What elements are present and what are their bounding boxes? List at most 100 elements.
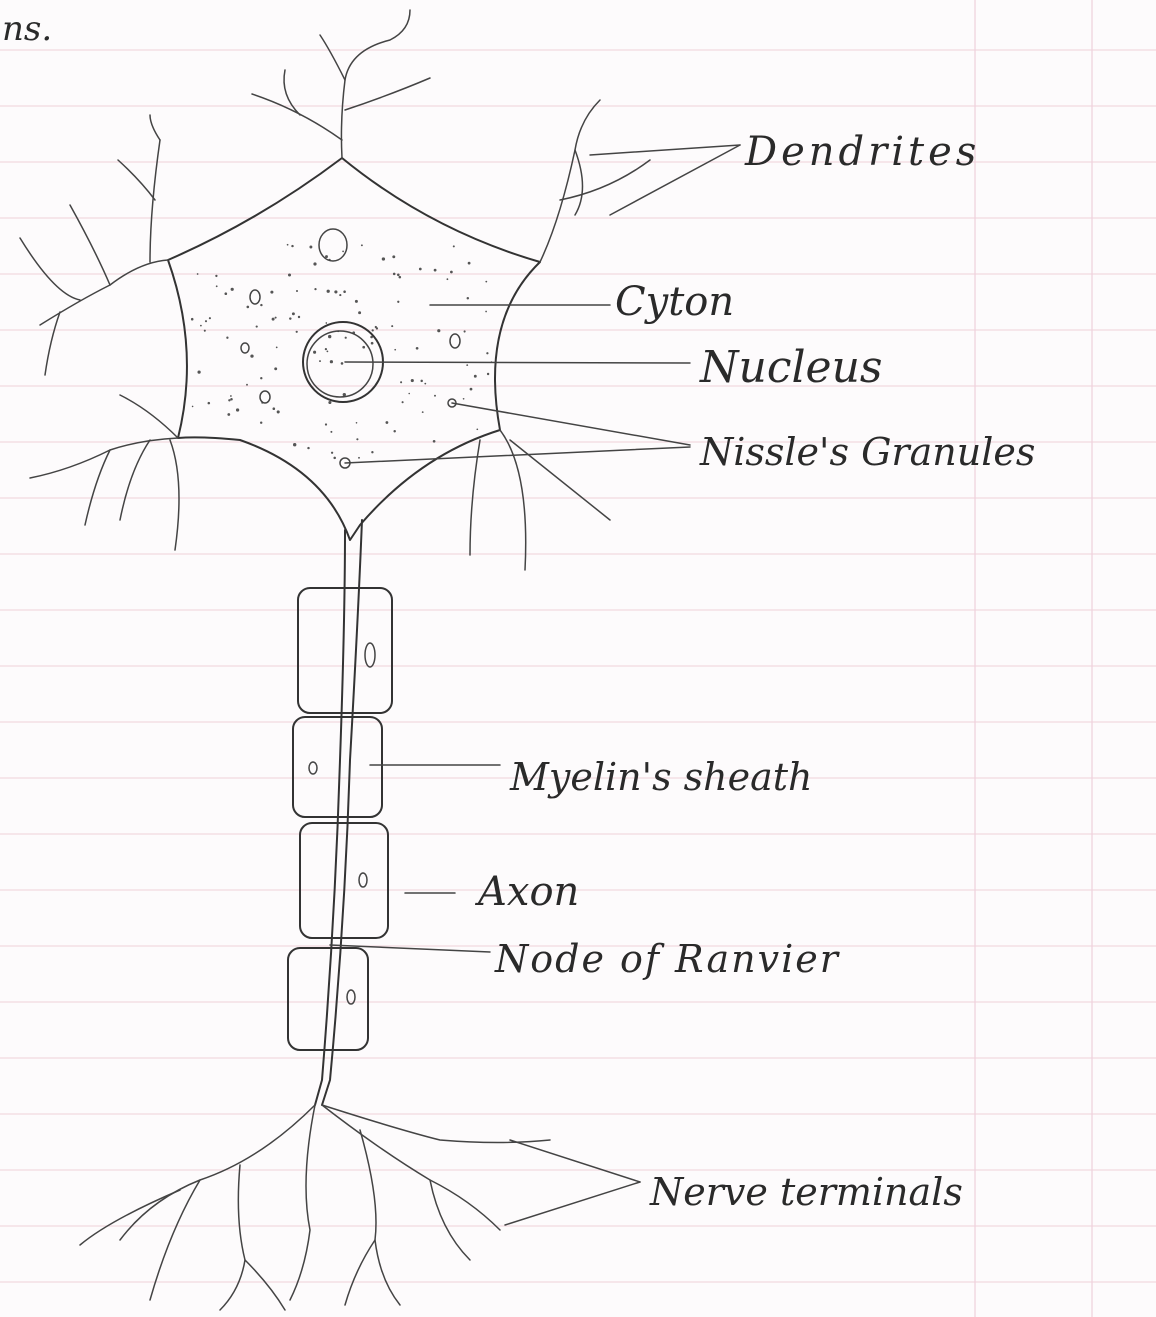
cytoplasm-dot: [345, 337, 347, 339]
nerve-terminals-pointer: [510, 1140, 640, 1182]
cytoplasm-dot: [246, 306, 249, 309]
label-axon: Axon: [474, 869, 579, 915]
cytoplasm-dot: [216, 285, 218, 287]
corner-fragment-text: ns.: [2, 9, 52, 49]
cytoplasm-dot: [424, 383, 426, 385]
cytoplasm-dot: [326, 350, 328, 352]
cytoplasm-dot: [392, 255, 395, 258]
dendrite-left: [120, 395, 178, 438]
schwann-nucleus: [309, 762, 317, 774]
cytoplasm-dot: [328, 401, 331, 404]
cytoplasm-dot: [293, 443, 296, 446]
label-dendrites: Dendrites: [744, 129, 980, 175]
cytoplasm-dot: [371, 342, 374, 345]
cytoplasm-dot: [408, 393, 410, 395]
cytoplasm-dot: [272, 318, 275, 321]
cytoplasm-dot: [205, 320, 207, 322]
label-nissles-granules: Nissle's Granules: [699, 430, 1035, 474]
cytoplasm-dot: [273, 407, 276, 410]
nerve-terminal-branch: [290, 1105, 315, 1300]
cytoplasm-dot: [270, 291, 273, 294]
cytoplasm-dot: [327, 290, 330, 293]
cytoplasm-dot: [330, 360, 333, 363]
cytoplasm-dot: [385, 421, 388, 424]
dendrite-left: [30, 438, 178, 478]
cytoplasm-dot: [325, 348, 327, 350]
cytoplasm-dot: [224, 292, 227, 295]
cytoplasm-dot: [200, 325, 202, 327]
nerve-terminal-branch: [220, 1165, 245, 1310]
cytoplasm-dot: [447, 278, 449, 280]
cytoplasm-dot: [416, 347, 419, 350]
dendrite-left: [20, 238, 80, 300]
cytoplasm-dot: [277, 410, 280, 413]
cytoplasm-dot: [246, 384, 248, 386]
nerve-terminals-pointer: [505, 1182, 640, 1225]
myelin-segment: [293, 717, 382, 817]
cytoplasm-dot: [358, 457, 360, 459]
cytoplasm-dot: [260, 421, 262, 423]
dendrite-right: [560, 160, 650, 200]
cytoplasm-dot: [289, 317, 291, 319]
dendrite-left: [120, 440, 150, 520]
organelle-oval: [250, 290, 260, 304]
schwann-nucleus: [365, 643, 375, 667]
dendrite-left: [70, 205, 110, 285]
cytoplasm-dot: [468, 262, 471, 265]
dendrite-top: [320, 35, 345, 80]
cytoplasm-dot: [358, 311, 361, 314]
cytoplasm-dot: [434, 269, 437, 272]
cytoplasm-dot: [226, 337, 228, 339]
cytoplasm-dot: [215, 275, 217, 277]
cytoplasm-dot: [356, 438, 358, 440]
cytoplasm-dot: [260, 304, 262, 306]
dendrite-left: [85, 450, 110, 525]
cytoplasm-dot: [227, 413, 230, 416]
cytoplasm-dot: [275, 317, 277, 319]
cytoplasm-dot: [333, 457, 336, 460]
cytoplasm-dot: [393, 430, 395, 432]
cytoplasm-dot: [375, 326, 377, 328]
cytoplasm-dot: [250, 354, 253, 357]
dendrite-right: [540, 100, 600, 262]
cytoplasm-dot: [230, 395, 232, 397]
cytoplasm-dot: [485, 311, 487, 313]
cytoplasm-dot: [394, 349, 396, 351]
dendrite-left: [45, 312, 60, 375]
cytoplasm-dot: [325, 423, 327, 425]
cytoplasm-dot: [292, 312, 295, 315]
cytoplasm-dot: [342, 251, 344, 253]
cytoplasm-dot: [197, 370, 200, 373]
cytoplasm-dot: [437, 329, 440, 332]
cytoplasm-dot: [288, 274, 291, 277]
cytoplasm-dot: [411, 379, 414, 382]
cytoplasm-dot: [331, 452, 333, 454]
cytoplasm-dot: [434, 395, 436, 397]
cytoplasm-dot: [339, 294, 341, 296]
axon-line: [322, 520, 362, 1105]
cytoplasm-dot: [486, 352, 488, 354]
cytoplasm-dot: [371, 451, 373, 453]
neuron-drawing: [20, 10, 650, 1310]
nerve-terminal-branch: [430, 1180, 470, 1260]
cytoplasm-dot: [485, 281, 487, 283]
cytoplasm-dot: [274, 367, 277, 370]
cytoplasm-dot: [419, 268, 422, 271]
nissles-granules-pointer: [345, 447, 690, 463]
dendrite-right: [575, 150, 583, 215]
cytoplasm-dot: [256, 326, 258, 328]
cytoplasm-dot: [464, 330, 466, 332]
label-nucleus: Nucleus: [699, 342, 883, 393]
cytoplasm-dot: [399, 276, 402, 279]
organelle-oval: [241, 343, 249, 353]
cytoplasm-dot: [197, 273, 199, 275]
cytoplasm-dot: [355, 300, 358, 303]
nerve-terminal-branch: [120, 1105, 315, 1240]
cytoplasm-dot: [356, 422, 358, 424]
cytoplasm-dot: [287, 244, 289, 246]
cytoplasm-dot: [420, 380, 422, 382]
cytoplasm-dot: [208, 402, 211, 405]
cytoplasm-dot: [343, 393, 346, 396]
cytoplasm-dot: [361, 244, 363, 246]
